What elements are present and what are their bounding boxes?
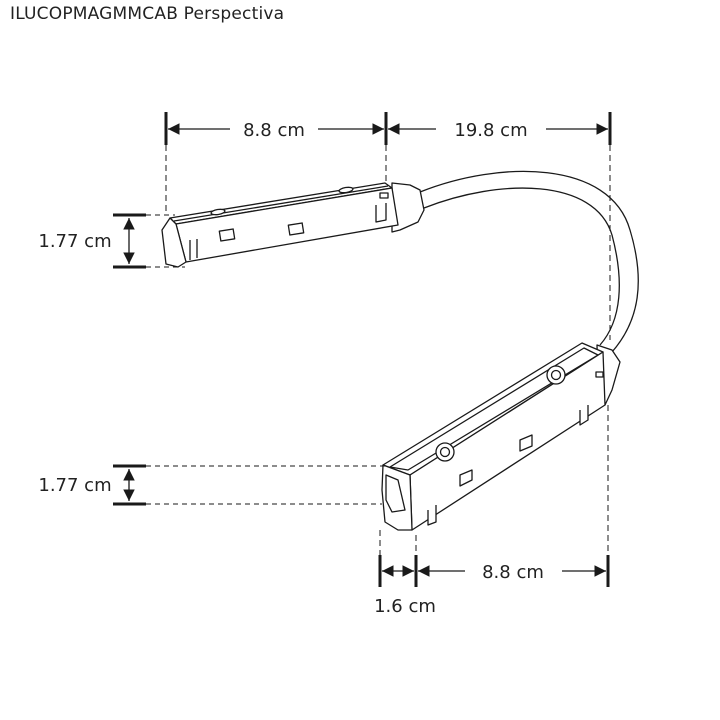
bottom-height-dimension: [113, 464, 385, 506]
dim-top-cable-length: 19.8 cm: [454, 120, 527, 141]
dim-top-height: 1.77 cm: [38, 231, 111, 252]
dim-top-left-width: 8.8 cm: [243, 120, 305, 141]
dim-bottom-height: 1.77 cm: [38, 475, 111, 496]
diagram-title: ILUCOPMAGMMCAB Perspectiva: [10, 4, 285, 24]
top-height-dimension: [113, 213, 185, 269]
cable: [419, 170, 639, 353]
top-width-dimension: [164, 112, 612, 340]
bottom-width-dimension: [378, 405, 610, 587]
dim-bottom-width: 8.8 cm: [482, 562, 544, 583]
dim-bottom-offset: 1.6 cm: [374, 596, 436, 617]
top-connector: [161, 182, 425, 268]
bottom-connector: [381, 342, 621, 531]
